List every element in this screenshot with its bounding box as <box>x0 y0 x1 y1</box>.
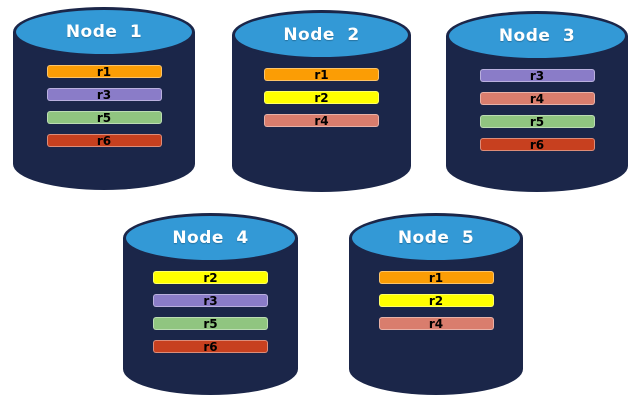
replica-bar-r2: r2 <box>378 294 494 307</box>
replica-bar-r1: r1 <box>46 65 162 78</box>
replica-bar-r5: r5 <box>153 317 268 330</box>
replica-bar-r4: r4 <box>264 114 379 127</box>
node-4-replica-list: r2 r3 r5 r6 <box>123 271 298 353</box>
replica-bar-r3: r3 <box>479 69 595 82</box>
node-3-title: Node 3 <box>498 26 576 46</box>
replica-bar-r2: r2 <box>153 271 268 284</box>
replica-bar-r4: r4 <box>378 317 494 330</box>
cylinder-top-ellipse <box>232 10 411 60</box>
replica-bar-r1: r1 <box>378 271 494 284</box>
cylinder-body <box>446 36 628 192</box>
node-1-replica-list: r1 r3 r5 r6 <box>13 65 195 147</box>
replica-bar-r5: r5 <box>46 111 162 124</box>
cylinder-body <box>123 238 298 395</box>
node-2-title: Node 2 <box>283 25 360 45</box>
node-5-title: Node 5 <box>397 228 475 248</box>
node-1-title: Node 1 <box>65 22 143 42</box>
replica-bar-r6: r6 <box>46 134 162 147</box>
node-4-title: Node 4 <box>172 228 249 248</box>
cylinder-top-ellipse <box>123 213 298 263</box>
replica-bar-r1: r1 <box>264 68 379 81</box>
node-3-replica-list: r3 r4 r5 r6 <box>446 69 628 151</box>
replica-bar-r5: r5 <box>479 115 595 128</box>
node-4-cylinder: Node 4 r2 r3 r5 r6 <box>123 213 298 395</box>
node-5-replica-list: r1 r2 r4 <box>349 271 523 330</box>
replica-bar-r3: r3 <box>46 88 162 101</box>
node-5-cylinder: Node 5 r1 r2 r4 <box>349 213 523 395</box>
node-2-cylinder: Node 2 r1 r2 r4 <box>232 10 411 192</box>
node-2-replica-list: r1 r2 r4 <box>232 68 411 127</box>
cylinder-top-ellipse <box>13 7 195 57</box>
cylinder-top-ellipse <box>349 213 523 263</box>
node-1-cylinder: Node 1 r1 r3 r5 r6 <box>13 7 195 190</box>
replica-bar-r3: r3 <box>153 294 268 307</box>
node-3-cylinder: Node 3 r3 r4 r5 r6 <box>446 11 628 192</box>
replica-bar-r4: r4 <box>479 92 595 105</box>
cylinder-body <box>232 35 411 192</box>
cylinder-body <box>349 238 523 395</box>
replica-bar-r6: r6 <box>153 340 268 353</box>
replica-bar-r2: r2 <box>264 91 379 104</box>
replica-bar-r6: r6 <box>479 138 595 151</box>
cylinder-top-ellipse <box>446 11 628 61</box>
